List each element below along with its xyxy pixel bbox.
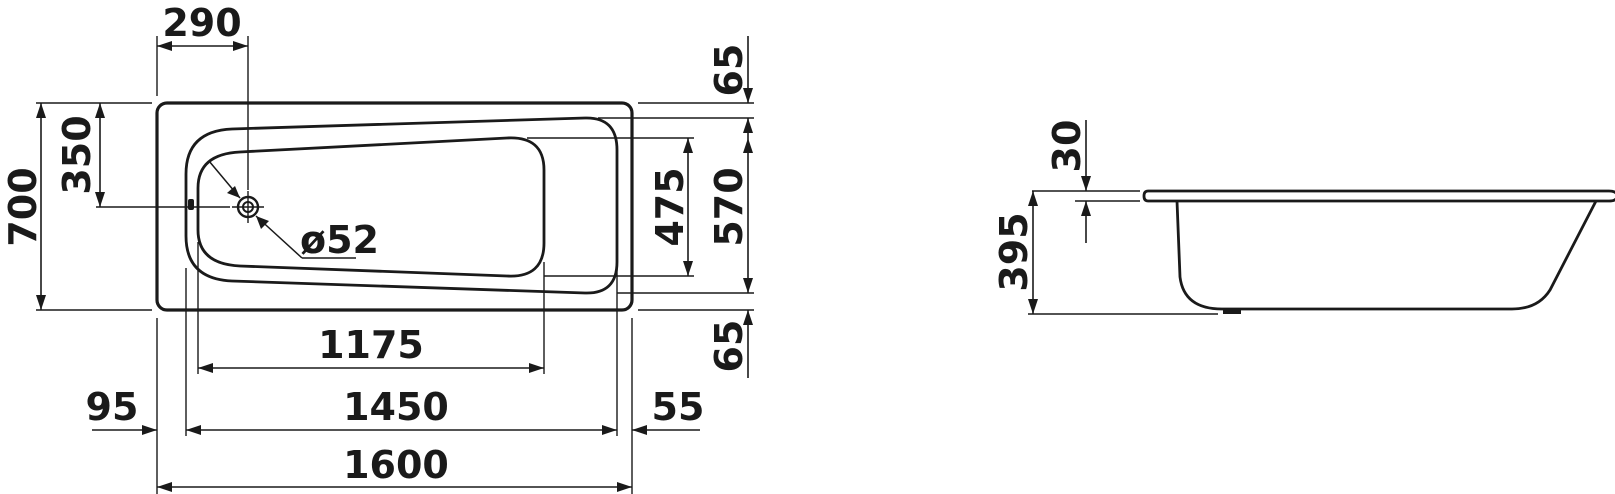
plan-inner-bottom — [196, 136, 546, 278]
label-1600: 1600 — [343, 443, 449, 487]
label-55: 55 — [652, 385, 705, 429]
label-475: 475 — [648, 167, 692, 246]
label-395: 395 — [992, 212, 1036, 291]
dim-top-drain-offset: 290 — [156, 1, 249, 190]
dim-side-total-height: 395 — [992, 191, 1218, 315]
label-1450: 1450 — [343, 385, 449, 429]
label-700: 700 — [1, 167, 45, 246]
dim-inner-rim-length: 1450 — [185, 268, 618, 436]
overflow-slot — [188, 199, 194, 210]
side-view — [1142, 189, 1615, 314]
dim-inner-rim-width: 570 — [617, 118, 754, 294]
dim-left-drain-offset: 350 — [55, 103, 230, 208]
dim-side-rims: 95 55 — [86, 318, 705, 494]
label-290: 290 — [162, 1, 241, 45]
dim-side-rim-thickness: 30 — [1032, 120, 1140, 243]
label-1175: 1175 — [318, 323, 424, 367]
dim-inner-bottom-width: 475 — [527, 137, 694, 277]
label-65-top: 65 — [707, 44, 751, 97]
label-95: 95 — [86, 385, 139, 429]
side-body — [1175, 200, 1598, 311]
dim-inner-bottom-length: 1175 — [197, 242, 545, 374]
label-30: 30 — [1045, 120, 1089, 173]
side-rim — [1142, 189, 1615, 203]
drain-arrow-upper — [227, 186, 240, 198]
side-drain-foot — [1223, 309, 1241, 314]
label-570: 570 — [707, 167, 751, 246]
label-350: 350 — [55, 115, 99, 194]
drain-arrow-lower — [256, 216, 269, 229]
dim-left-width: 700 — [1, 102, 152, 311]
drain-diameter-label: ø52 — [300, 218, 379, 262]
plan-inner-rim — [184, 116, 619, 295]
dim-total-length: 1600 — [157, 443, 632, 492]
plan-view: ø52 — [155, 101, 634, 312]
label-65-bottom: 65 — [707, 320, 751, 373]
dim-top-rim: 65 — [598, 36, 754, 133]
dim-bottom-rim: 65 — [638, 309, 754, 378]
